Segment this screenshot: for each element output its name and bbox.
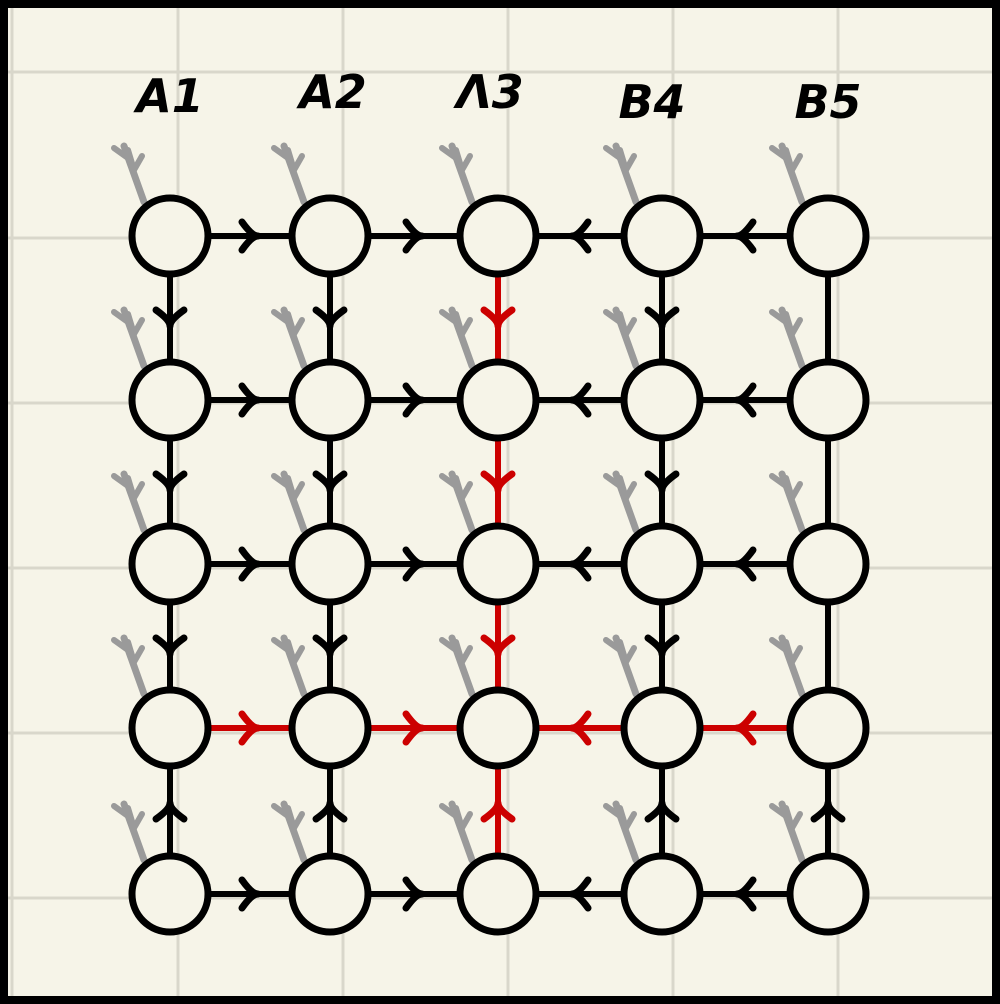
input-marker-icon [603,470,640,534]
arrow-down-icon [152,470,188,494]
input-marker-icon [111,142,148,206]
input-marker-icon [111,800,148,864]
column-label-3: Λ3 [452,65,524,119]
node-r5-c3 [456,852,540,936]
arrow-right-icon [402,546,426,582]
column-label-1: A1 [133,69,204,123]
input-marker-icon [271,470,308,534]
arrow-down-icon [152,306,188,330]
node-r3-c2 [288,522,372,606]
input-marker-icon [111,306,148,370]
node-r1-c1 [128,194,212,278]
node-r2-c3 [456,358,540,442]
column-label-5: B5 [794,75,861,129]
arrow-down-icon [312,306,348,330]
input-marker-icon [271,142,308,206]
node-r5-c4 [620,852,704,936]
node-r4-c3 [456,686,540,770]
node-r4-c1 [128,686,212,770]
arrow-up-icon [644,799,680,823]
input-markers [111,142,806,864]
input-marker-icon [439,470,476,534]
arrow-right-icon [402,382,426,418]
arrow-up-icon [480,799,516,823]
input-marker-icon [603,306,640,370]
input-marker-icon [439,142,476,206]
input-marker-icon [271,634,308,698]
arrow-down-icon [152,634,188,658]
arrow-left-icon [568,876,592,912]
input-marker-icon [271,800,308,864]
arrow-down-icon [644,470,680,494]
arrow-left-icon [733,546,757,582]
arrow-down-icon [312,470,348,494]
arrow-right-icon [402,710,426,746]
node-r3-c1 [128,522,212,606]
node-r3-c3 [456,522,540,606]
arrow-down-icon [480,470,516,494]
input-marker-icon [439,634,476,698]
input-marker-icon [603,634,640,698]
node-r2-c4 [620,358,704,442]
node-r1-c2 [288,194,372,278]
node-r1-c3 [456,194,540,278]
arrow-down-icon [480,634,516,658]
input-marker-icon [111,634,148,698]
arrow-up-icon [152,799,188,823]
node-r1-c5 [786,194,870,278]
arrow-down-icon [644,306,680,330]
arrow-right-icon [238,710,262,746]
arrow-left-icon [568,382,592,418]
input-marker-icon [769,142,806,206]
arrow-left-icon [733,710,757,746]
node-r2-c5 [786,358,870,442]
input-marker-icon [603,142,640,206]
node-r3-c5 [786,522,870,606]
node-r3-c4 [620,522,704,606]
input-marker-icon [439,800,476,864]
node-r5-c5 [786,852,870,936]
arrow-down-icon [644,634,680,658]
nodes [128,194,870,936]
arrow-left-icon [733,382,757,418]
arrow-left-icon [568,218,592,254]
arrow-up-icon [810,799,846,823]
input-marker-icon [769,306,806,370]
arrow-left-icon [568,546,592,582]
arrow-down-icon [312,634,348,658]
arrow-right-icon [238,876,262,912]
arrow-right-icon [238,546,262,582]
node-r4-c2 [288,686,372,770]
arrow-right-icon [238,382,262,418]
arrow-right-icon [402,218,426,254]
node-r5-c2 [288,852,372,936]
arrow-right-icon [238,218,262,254]
edges [152,218,846,912]
input-marker-icon [271,306,308,370]
input-marker-icon [603,800,640,864]
arrow-up-icon [312,799,348,823]
input-marker-icon [769,470,806,534]
column-label-2: A2 [296,65,367,119]
arrow-right-icon [402,876,426,912]
node-r4-c4 [620,686,704,770]
arrow-left-icon [733,876,757,912]
arrow-left-icon [733,218,757,254]
arrow-down-icon [480,306,516,330]
input-marker-icon [439,306,476,370]
column-labels: A1 A2 Λ3 B4 B5 [133,65,861,129]
node-r2-c2 [288,358,372,442]
node-r2-c1 [128,358,212,442]
input-marker-icon [769,634,806,698]
node-r5-c1 [128,852,212,936]
column-label-4: B4 [618,75,685,129]
node-r4-c5 [786,686,870,770]
input-marker-icon [111,470,148,534]
node-r1-c4 [620,194,704,278]
input-marker-icon [769,800,806,864]
arrow-left-icon [568,710,592,746]
